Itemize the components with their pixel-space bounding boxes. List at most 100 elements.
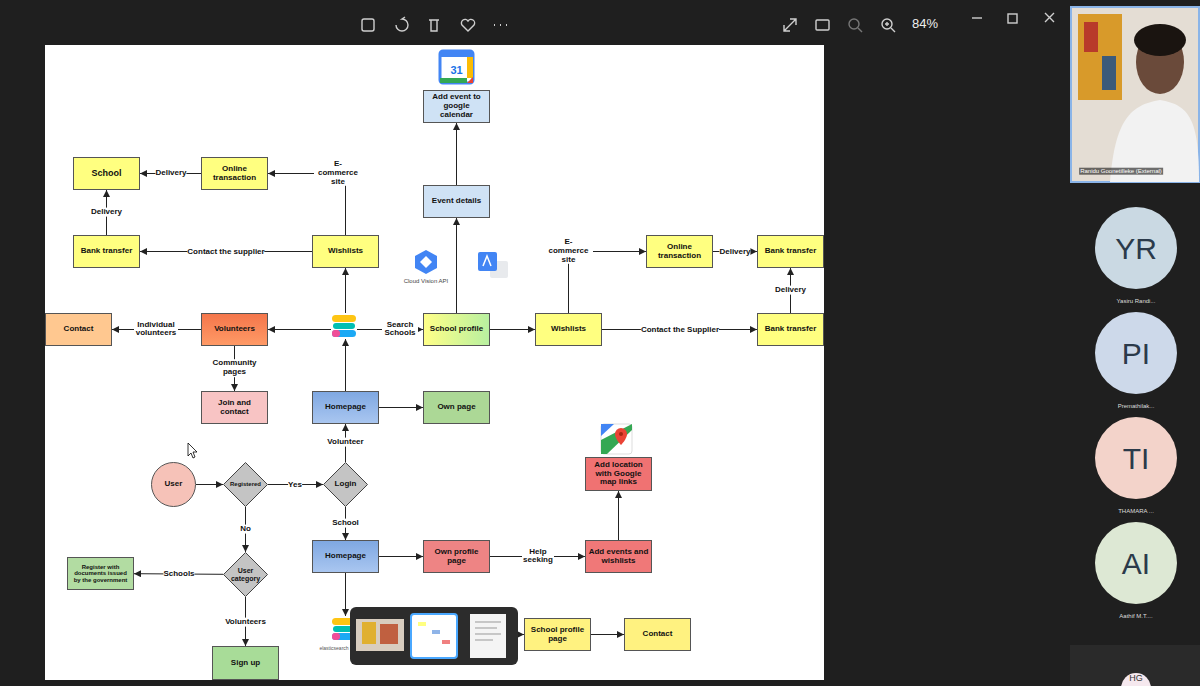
edge-label: Contact the Supplier (641, 325, 719, 334)
elastic-band (332, 618, 356, 625)
process-box: Own profile page (423, 540, 490, 573)
text-label: PI (1122, 337, 1150, 370)
thumbnail-art (442, 640, 450, 644)
elastic-band (332, 633, 356, 640)
elastic-band (333, 626, 355, 632)
elastic-band (332, 633, 340, 640)
node-text: Sign up (229, 659, 262, 668)
edge-label: Volunteers (225, 618, 266, 627)
mouse-cursor (188, 443, 197, 458)
video-tile (1071, 7, 1199, 182)
maps-green (601, 424, 632, 454)
node-text: Own profile page (424, 548, 489, 566)
thumbnail-art (362, 622, 376, 644)
more-icon (494, 24, 507, 26)
avatar (1095, 207, 1177, 289)
node-text: Homepage (323, 552, 368, 561)
process-box: Add location with Google map links (585, 457, 652, 491)
text-label: HG (1129, 674, 1143, 684)
zoom-in-handle (885, 22, 895, 32)
node-text: Contact (62, 325, 96, 334)
edge-label: Delivery (775, 286, 806, 295)
calendar-bottom (440, 78, 467, 83)
thumbnail-art (432, 630, 440, 634)
process-box: Wishlists (535, 313, 602, 346)
person-shirt (1110, 100, 1199, 182)
process-box: Homepage (312, 540, 379, 573)
edge-label: Individual volunteers (134, 321, 178, 339)
node-text: Register with documents issued by the go… (68, 564, 133, 584)
connector-arrow (456, 123, 457, 185)
text-label: Yasiru Randi... (1117, 298, 1156, 305)
process-box: Contact (45, 313, 112, 346)
node-text: Volunteers (212, 325, 257, 334)
start-circle: User (151, 462, 196, 507)
vision-hexagon (415, 250, 437, 274)
edge-label: Community pages (213, 359, 257, 377)
text-label: Ranidu Goonetilleke (External) (1079, 168, 1163, 175)
text-label: elasticsearch (319, 646, 348, 652)
thumbnail (356, 619, 404, 651)
thumbnail (470, 614, 506, 658)
rotate-icon (396, 17, 408, 31)
edge-label: Help seeking (522, 548, 554, 566)
node-text: Bank transfer (763, 247, 819, 256)
process-box: School profile page (524, 618, 591, 651)
connector-arrow (591, 634, 624, 635)
process-box: Contact (624, 618, 691, 651)
node-text: Login (333, 480, 359, 489)
diamond-shape (224, 553, 268, 597)
diagram-canvas (45, 45, 824, 680)
text-label: YR (1115, 232, 1157, 265)
elastic-band (332, 315, 356, 322)
thumbnail-selected (411, 614, 457, 658)
elasticsearch-logo (332, 618, 356, 640)
wall-painting (1078, 14, 1122, 100)
process-box: Join and contact (201, 391, 268, 424)
participants (1070, 207, 1200, 686)
translate-front (478, 252, 497, 271)
calendar-icon (440, 51, 473, 83)
logo-arrows (268, 268, 524, 635)
filmstrip-panel (350, 607, 518, 665)
translate-icon (478, 252, 508, 278)
connector-arrow (379, 556, 423, 557)
process-box: School (73, 157, 140, 190)
connector-arrow (456, 218, 457, 313)
node-text: School (89, 169, 123, 179)
person-hair (1134, 24, 1186, 56)
avatar (1095, 417, 1177, 499)
arrow (345, 268, 346, 313)
node-text: User (163, 480, 185, 489)
process-box: Bank transfer (73, 235, 140, 268)
edge-label: Contact the supplier (187, 247, 264, 256)
edge-label: Delivery (155, 169, 186, 178)
process-box: Add event to google calendar (423, 90, 490, 123)
calendar-side (467, 57, 473, 78)
node-text: Wishlists (549, 325, 588, 334)
elastic-band (332, 330, 356, 337)
process-box: Own page (423, 391, 490, 424)
edge-label: Schools (163, 570, 194, 579)
process-box: Event details (423, 185, 490, 218)
process-box: Register with documents issued by the go… (67, 557, 134, 590)
connector-arrow (490, 329, 535, 330)
avatar (1121, 673, 1151, 686)
thumbnail-art (380, 624, 398, 644)
process-box: Homepage (312, 391, 379, 424)
node-text: Online transaction (647, 243, 712, 261)
text-label: Aathif M.T.... (1119, 613, 1152, 620)
minimize-icon (972, 17, 982, 18)
edge-label: Yes (288, 480, 302, 489)
process-box: Volunteers (201, 313, 268, 346)
edge-label: E-commerce site (314, 160, 362, 186)
edge-label: Volunteer (327, 438, 363, 447)
node-text: Wishlists (326, 247, 365, 256)
calendar-corner (467, 77, 473, 83)
text-label: THAMARA ... (1118, 508, 1154, 515)
decision-diamond: Registered (223, 462, 268, 507)
avatar (1095, 522, 1177, 604)
arrow (357, 634, 524, 635)
zoom-in-icon (882, 19, 892, 29)
